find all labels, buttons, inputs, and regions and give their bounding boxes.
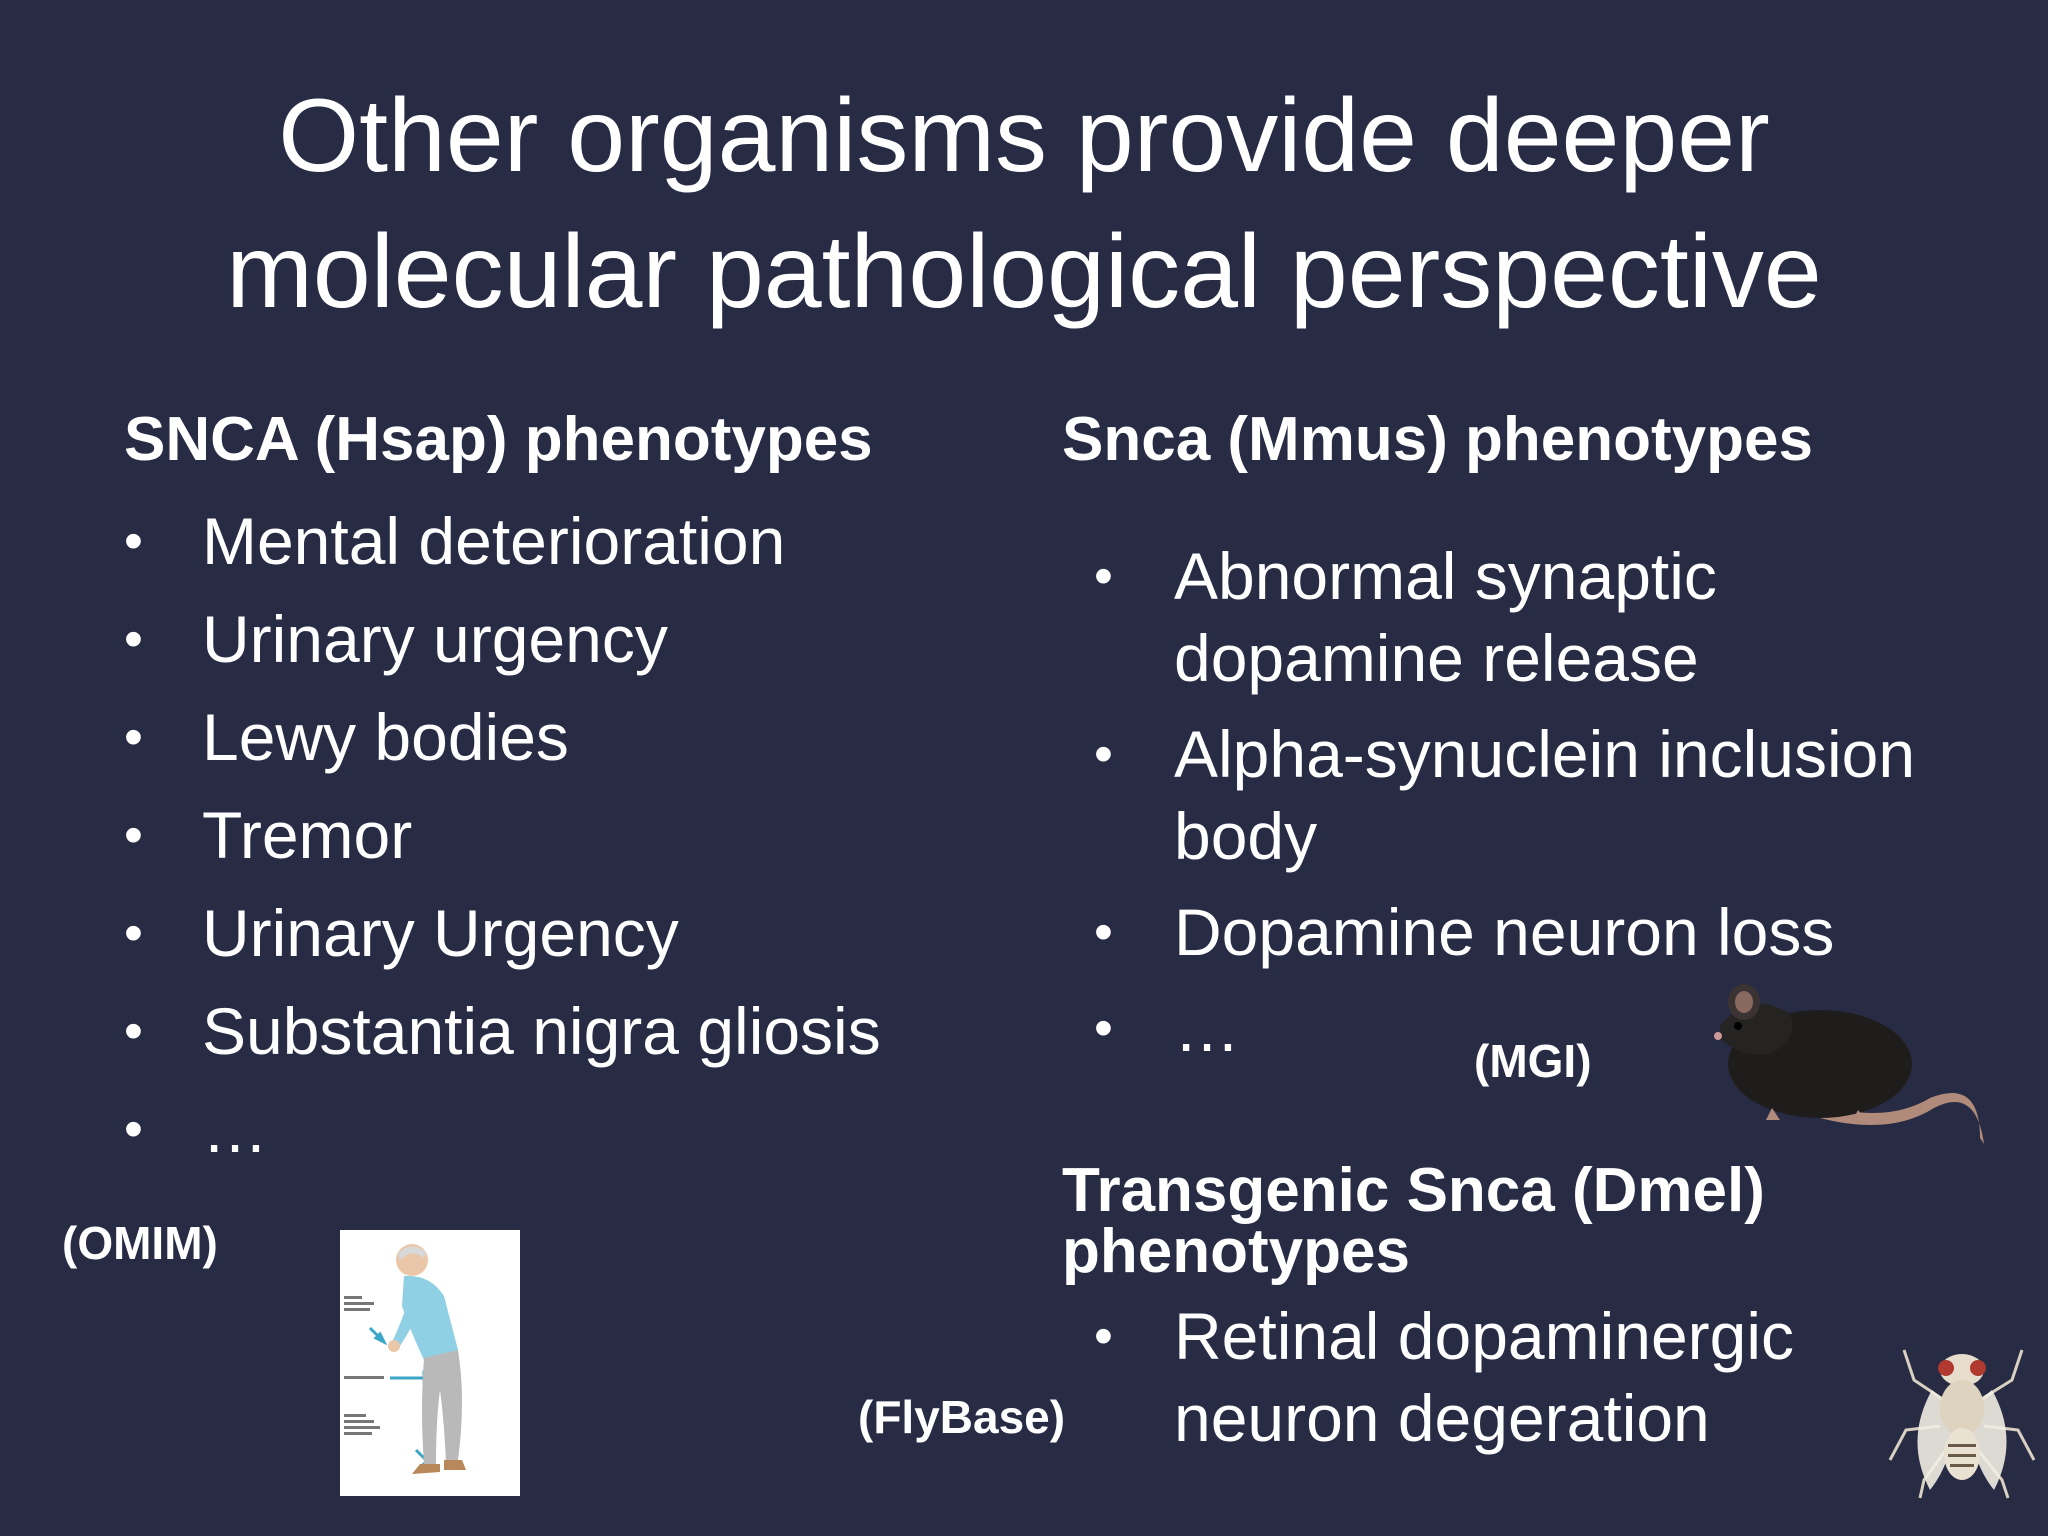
mgi-source-label: (MGI) bbox=[1474, 1035, 1592, 1087]
left-bullet-list: • Mental deterioration • Urinary urgency •… bbox=[124, 500, 881, 1186]
bullet-dot: • bbox=[1094, 998, 1113, 1058]
bullet-text-line-1: Abnormal synaptic bbox=[1174, 539, 1717, 613]
bullet-text: Mental deterioration bbox=[202, 504, 786, 578]
list-item: • Urinary Urgency bbox=[124, 892, 881, 990]
title-line-1: Other organisms provide deeper bbox=[278, 78, 1770, 194]
bullet-dot: • bbox=[124, 511, 143, 571]
dmel-heading-line-2: phenotypes bbox=[1062, 1217, 1410, 1286]
list-item: • Substantia nigra gliosis bbox=[124, 990, 881, 1088]
bullet-text: Dopamine neuron loss bbox=[1174, 895, 1835, 969]
bullet-dot: • bbox=[124, 903, 143, 963]
bullet-dot: • bbox=[1094, 902, 1113, 962]
bullet-text: Lewy bodies bbox=[202, 700, 569, 774]
bullet-text: Urinary urgency bbox=[202, 602, 668, 676]
bullet-dot: • bbox=[1094, 724, 1113, 784]
bullet-text-line-2: body bbox=[1174, 799, 1318, 873]
flybase-source-label: (FlyBase) bbox=[858, 1391, 1066, 1443]
mouse-illustration bbox=[1714, 984, 1984, 1144]
list-item: • Retinal dopaminergic neuron degeration bbox=[1094, 1295, 1794, 1459]
bullet-text: Tremor bbox=[202, 798, 413, 872]
bullet-dot: • bbox=[124, 1001, 143, 1061]
dmel-bullet-list: • Retinal dopaminergic neuron degeration bbox=[1094, 1295, 1794, 1459]
bullet-dot: • bbox=[1094, 1306, 1113, 1366]
title-line-2: molecular pathological perspective bbox=[226, 214, 1822, 330]
bullet-dot: • bbox=[124, 707, 143, 767]
list-item: • Alpha-synuclein inclusion body bbox=[1094, 713, 1915, 877]
bullet-text: … bbox=[202, 1092, 268, 1166]
list-item: • Abnormal synaptic dopamine release bbox=[1094, 535, 1915, 699]
bullet-text-line-1: Retinal dopaminergic bbox=[1174, 1299, 1795, 1373]
bullet-text-line-2: neuron degeration bbox=[1174, 1381, 1710, 1455]
bullet-text: Substantia nigra gliosis bbox=[202, 994, 881, 1068]
list-item: • Mental deterioration bbox=[124, 500, 881, 598]
dmel-heading-line-1: Transgenic Snca (Dmel) bbox=[1062, 1156, 1765, 1225]
right-column-heading: Snca (Mmus) phenotypes bbox=[1062, 405, 1813, 474]
list-item: • Tremor bbox=[124, 794, 881, 892]
fruit-fly-illustration bbox=[1888, 1349, 2036, 1499]
bullet-dot: • bbox=[1094, 546, 1113, 606]
bullet-dot: • bbox=[124, 609, 143, 669]
bullet-text-line-1: Alpha-synuclein inclusion bbox=[1174, 717, 1916, 791]
bullet-text-line-2: dopamine release bbox=[1174, 621, 1699, 695]
bullet-text: … bbox=[1174, 991, 1240, 1065]
bullet-dot: • bbox=[124, 1099, 143, 1159]
omim-source-label: (OMIM) bbox=[62, 1217, 218, 1269]
bullet-text: Urinary Urgency bbox=[202, 896, 679, 970]
elderly-patient-illustration bbox=[340, 1230, 520, 1496]
bullet-dot: • bbox=[124, 805, 143, 865]
left-column-heading: SNCA (Hsap) phenotypes bbox=[124, 405, 873, 474]
list-item: •… bbox=[1094, 987, 1915, 1069]
right-bullet-list: • Abnormal synaptic dopamine release • Alph… bbox=[1094, 535, 1915, 1083]
slide-title: Other organisms provide deeper molecular… bbox=[60, 68, 1988, 340]
list-item: • Urinary urgency bbox=[124, 598, 881, 696]
list-item: • Lewy bodies bbox=[124, 696, 881, 794]
list-item: •… bbox=[124, 1088, 881, 1186]
list-item: • Dopamine neuron loss bbox=[1094, 891, 1915, 973]
